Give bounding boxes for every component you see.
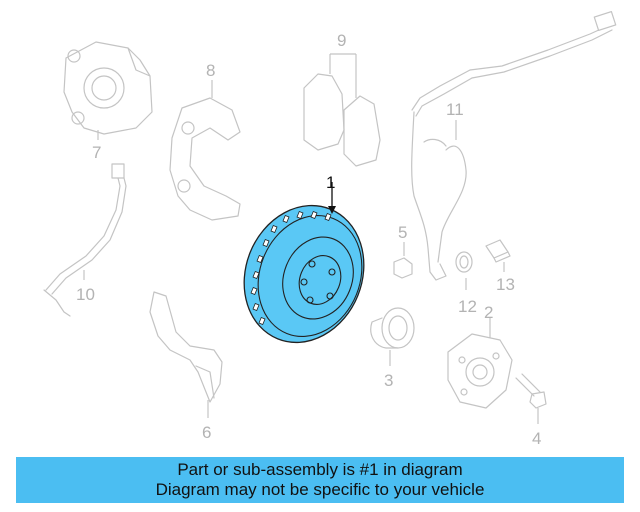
- callout-10: 10: [76, 285, 95, 304]
- callout-9: 9: [337, 31, 346, 50]
- part-9-brake-pads: 9: [303, 31, 381, 167]
- callout-3: 3: [384, 371, 393, 390]
- part-4-bolt: 4: [515, 373, 547, 448]
- callout-12: 12: [458, 297, 477, 316]
- callout-8: 8: [206, 61, 215, 80]
- rotor-vents: [250, 210, 332, 326]
- part-2-wheel-hub: 2: [447, 303, 513, 409]
- callout-5: 5: [398, 223, 407, 242]
- callout-11: 11: [446, 100, 464, 119]
- part-11-wheel-speed-sensor: 11: [411, 10, 617, 281]
- callout-2: 2: [484, 303, 493, 322]
- part-8-caliper-bracket: 8: [169, 61, 241, 221]
- caption-line-1: Part or sub-assembly is #1 in diagram: [177, 460, 463, 479]
- callout-1: 1: [326, 173, 335, 192]
- part-1-brake-rotor: 1: [243, 173, 365, 344]
- caption-banner: Part or sub-assembly is #1 in diagram Di…: [16, 457, 624, 503]
- callout-13: 13: [496, 275, 515, 294]
- callout-6: 6: [202, 423, 211, 442]
- callout-7: 7: [92, 143, 101, 162]
- caption-line-2: Diagram may not be specific to your vehi…: [155, 480, 485, 499]
- part-10-brake-hose: 10: [43, 163, 127, 317]
- part-7-caliper: 7: [63, 41, 153, 162]
- part-6-splash-shield: 6: [149, 291, 223, 442]
- part-3-wheel-bearing: 3: [370, 307, 415, 390]
- part-13-sensor-sleeve: 13: [485, 239, 515, 294]
- callout-4: 4: [532, 429, 541, 448]
- part-5-nut: 5: [393, 223, 413, 279]
- part-12-seal: 12: [455, 251, 477, 316]
